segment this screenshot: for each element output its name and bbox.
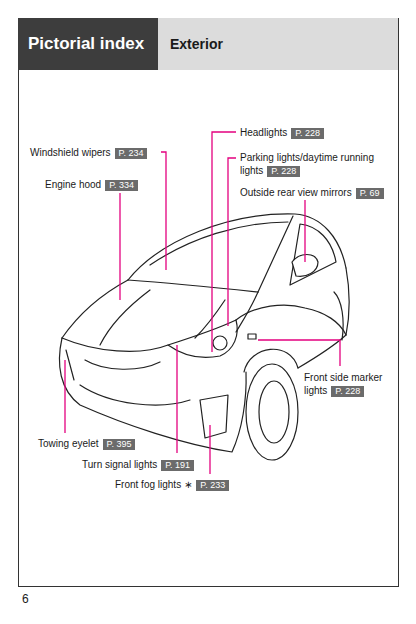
part-name: Front fog lights ∗ [115,479,192,490]
part-name: Parking lights/daytime running lights [240,152,374,176]
part-name: Turn signal lights [82,459,157,470]
part-name: Outside rear view mirrors [240,187,352,198]
part-callout: Front side marker lightsP. 228 [304,371,394,397]
page-reference: P. 334 [105,180,138,191]
part-callout: Headlights P. 228 [240,126,324,139]
page-reference: P. 233 [196,480,229,491]
part-callout: Front fog lights ∗ P. 233 [115,478,229,491]
section-heading: Exterior [170,36,223,52]
part-callout: Outside rear view mirrors P. 69 [240,186,384,199]
page-reference: P. 395 [103,439,136,450]
part-name: Engine hood [45,179,101,190]
part-name: Headlights [240,127,287,138]
page-frame [19,19,399,587]
page-reference: P. 234 [115,148,148,159]
part-callout: Engine hood P. 334 [45,178,138,191]
part-name: Windshield wipers [30,147,111,158]
page-reference: P. 228 [267,166,300,177]
page-reference: P. 228 [291,128,324,139]
section-heading: Pictorial index [28,34,144,54]
leader-lines [65,132,340,474]
page-reference: P. 191 [161,460,194,471]
section-tab: Pictorial index [18,18,158,70]
part-name: Towing eyelet [38,438,99,449]
page-number: 6 [22,592,29,606]
section-band: Exterior [158,18,398,70]
page-reference: P. 69 [356,188,384,199]
part-callout: Turn signal lights P. 191 [82,458,194,471]
page-reference: P. 228 [331,386,364,397]
part-callout: Windshield wipers P. 234 [30,146,147,159]
part-callout: Towing eyelet P. 395 [38,437,135,450]
part-callout: Parking lights/daytime running lightsP. … [240,151,385,177]
